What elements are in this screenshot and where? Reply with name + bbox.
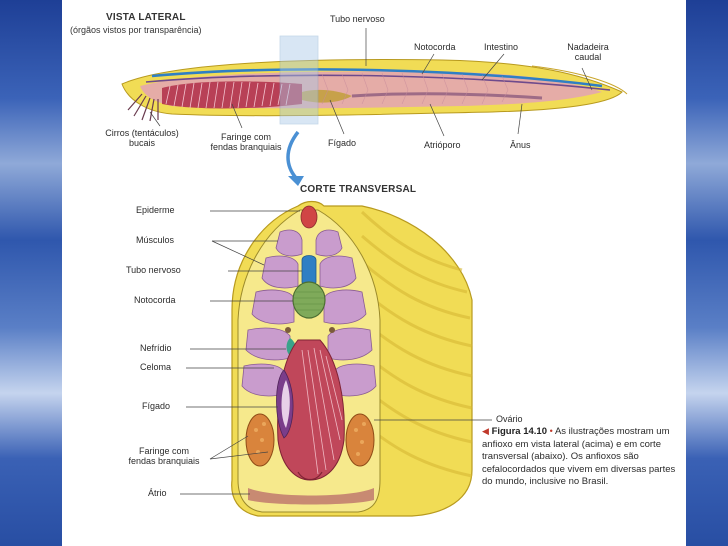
label-musculos: Músculos bbox=[136, 235, 175, 245]
label-anus: Ânus bbox=[510, 140, 531, 150]
label-nadadeira-line1: Nadadeira bbox=[567, 42, 609, 52]
label-notocorda-top: Notocorda bbox=[414, 42, 456, 52]
label-ovario: Ovário bbox=[496, 414, 523, 424]
caption-marker-icon: ◀ bbox=[482, 426, 489, 436]
label-atrio: Átrio bbox=[148, 488, 167, 498]
label-faringe-top-line1: Faringe com bbox=[220, 132, 272, 142]
cutting-plane bbox=[279, 35, 319, 125]
caption-figure-number: Figura 14.10 bbox=[491, 426, 548, 437]
slide: VISTA LATERAL (órgãos vistos por transpa… bbox=[62, 0, 686, 546]
label-figado-top: Fígado bbox=[328, 138, 357, 148]
lateral-view-subtitle: (órgãos vistos por transparência) bbox=[70, 25, 202, 35]
label-faringe-top: Faringe com fendas branquiais bbox=[202, 132, 290, 152]
background-band-right bbox=[686, 0, 728, 546]
label-tubo-nervoso-top: Tubo nervoso bbox=[330, 14, 385, 24]
cross-section-title: CORTE TRANSVERSAL bbox=[300, 184, 417, 195]
label-figado-bottom: Fígado bbox=[142, 401, 171, 411]
label-faringe-bottom-line2: fendas branquiais bbox=[128, 456, 200, 466]
label-cirros-line1: Cirros (tentáculos) bbox=[105, 128, 179, 138]
lateral-view-title: VISTA LATERAL bbox=[106, 12, 186, 23]
figure-caption: ◀ Figura 14.10 • As ilustrações mostram … bbox=[482, 425, 682, 489]
caption-bullet: • bbox=[549, 426, 553, 436]
label-cirros: Cirros (tentáculos) bucais bbox=[92, 128, 192, 148]
caption-text: As ilustrações mostram um anfioxo em vis… bbox=[482, 426, 676, 487]
curved-arrow-icon bbox=[286, 130, 300, 180]
cross-section bbox=[231, 200, 473, 517]
label-faringe-top-line2: fendas branquiais bbox=[210, 142, 282, 152]
label-notocorda-bottom: Notocorda bbox=[134, 295, 176, 305]
label-intestino-top: Intestino bbox=[484, 42, 519, 52]
label-cirros-line2: bucais bbox=[128, 138, 155, 148]
label-epiderme: Epiderme bbox=[136, 205, 175, 215]
label-nadadeira-line2: caudal bbox=[574, 52, 602, 62]
amphioxus-illustration bbox=[121, 28, 628, 517]
label-celoma: Celoma bbox=[140, 362, 172, 372]
lateral-view-body bbox=[121, 59, 628, 122]
background-band-left bbox=[0, 0, 62, 546]
label-atrioporo: Atrióporo bbox=[424, 140, 461, 150]
label-nefridio: Nefrídio bbox=[140, 343, 172, 353]
label-faringe-bottom-line1: Faringe com bbox=[138, 446, 190, 456]
label-tubo-nervoso-bottom: Tubo nervoso bbox=[126, 265, 181, 275]
label-nadadeira-caudal: Nadadeira caudal bbox=[560, 42, 616, 62]
label-faringe-bottom: Faringe com fendas branquiais bbox=[116, 446, 212, 466]
